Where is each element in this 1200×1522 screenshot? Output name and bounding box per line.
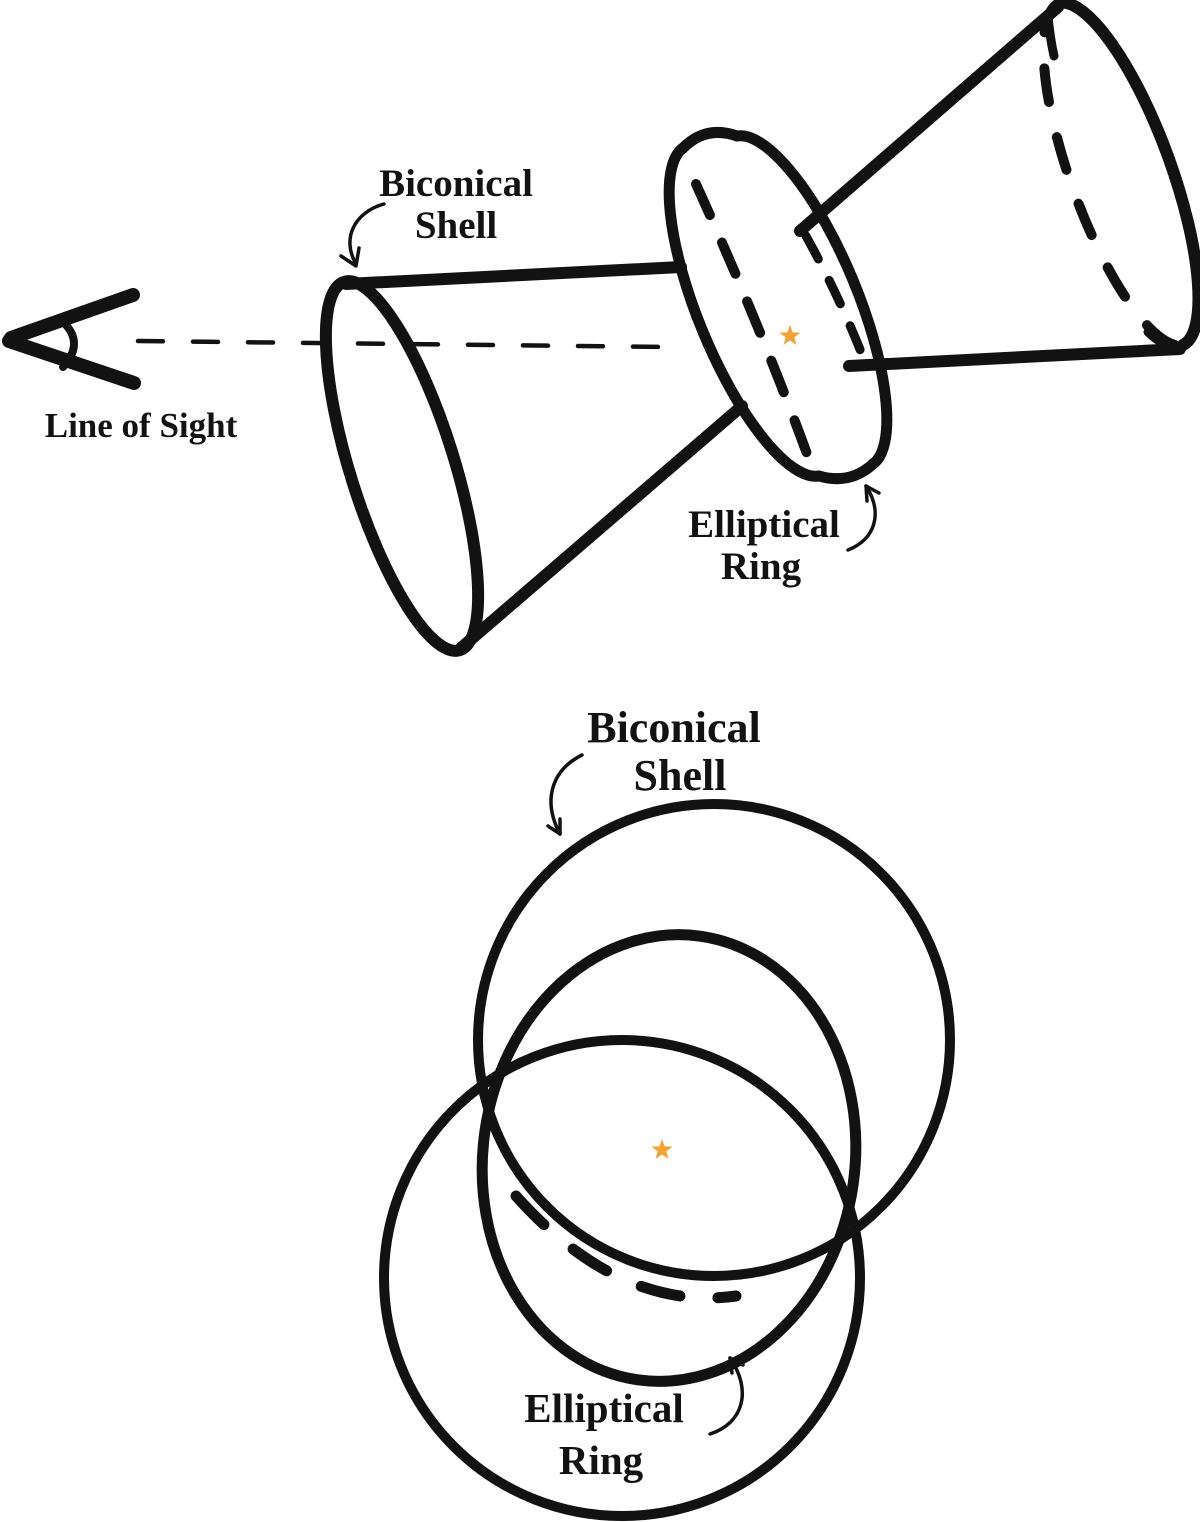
ring-top-edge <box>677 127 743 154</box>
ring-label-arrowhead-bottom <box>728 1356 745 1375</box>
ring-label-arrow-bottom <box>708 1356 745 1436</box>
bottom-ring-label-line1: Elliptical <box>524 1385 683 1431</box>
ring-bottom-edge <box>813 458 879 485</box>
stars-layer <box>651 325 801 1159</box>
front-cone-lower-edge <box>455 400 748 654</box>
shell-circle-far <box>473 799 955 1281</box>
line-of-sight-dashes <box>135 338 667 350</box>
line-of-sight-label: Line of Sight <box>45 406 238 445</box>
front-cone-upper-edge <box>340 261 687 290</box>
central-star-top-icon <box>779 325 801 345</box>
eye-iris-arc <box>57 316 78 371</box>
biconical-label-arrow-bottom <box>549 753 584 836</box>
biconical-label-arrowhead-top <box>339 246 361 268</box>
mouth-stroke-tick-top <box>1043 11 1059 61</box>
top-biconical-label-line1: Biconical <box>379 162 533 205</box>
back-cone-mouth-front <box>1053 0 1200 351</box>
bottom-ring-label-line2: Ring <box>559 1437 644 1483</box>
ring-ellipse <box>476 929 862 1387</box>
ring-hidden-rim-left <box>691 179 815 467</box>
biconical-label-arrow-top <box>348 202 386 266</box>
mouth-stroke-tick-bottom <box>1143 327 1172 350</box>
back-cone-lower-edge <box>843 343 1186 372</box>
biconical-label-arrowhead-bottom <box>546 817 562 836</box>
top-ring-label-line1: Elliptical <box>688 503 840 546</box>
bottom-biconical-label-line2: Shell <box>634 751 727 800</box>
ring-front-rim <box>663 142 825 482</box>
top-ring-label-line2: Ring <box>721 545 802 588</box>
ring-hidden-back-arc <box>510 1190 742 1304</box>
shell-circle-near <box>379 1035 865 1521</box>
top-biconical-label-line2: Shell <box>415 204 498 247</box>
bottom-biconical-label-line1: Biconical <box>587 703 761 752</box>
back-cone-upper-edge <box>794 1 1064 237</box>
ring-hidden-rim-right <box>801 231 866 357</box>
ring-back-rim <box>731 130 893 470</box>
central-star-bottom-icon <box>651 1139 673 1159</box>
eye-upper-lid <box>4 288 140 345</box>
ring-label-arrowhead-top <box>864 484 881 503</box>
front-cone-mouth <box>319 275 485 657</box>
ring-label-arrow-top <box>846 484 877 552</box>
